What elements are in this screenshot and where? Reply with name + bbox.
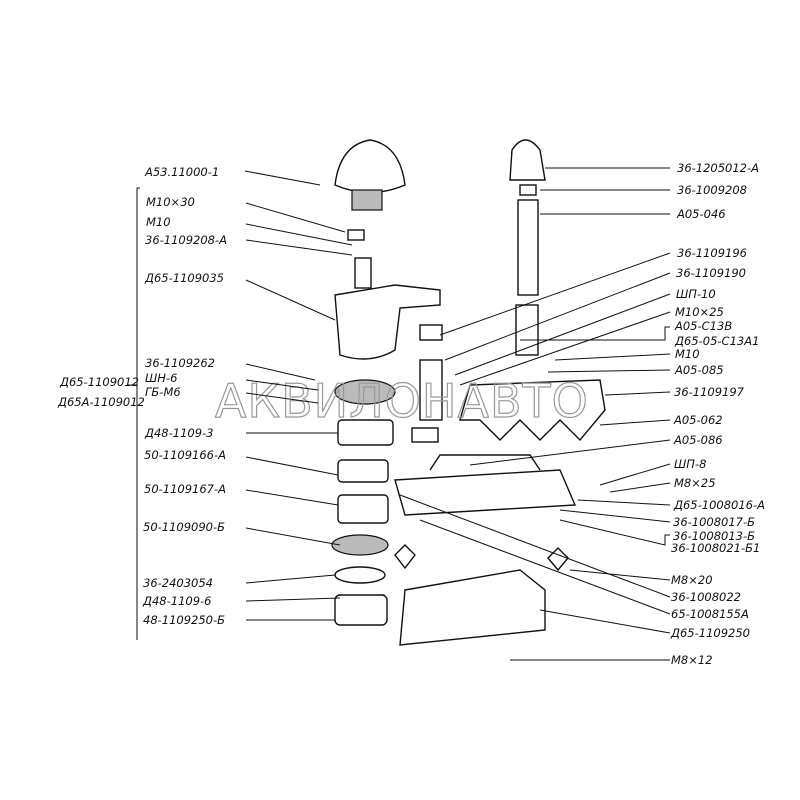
- part-label: ГБ-М6: [145, 385, 181, 399]
- bracket-left: [394, 544, 416, 570]
- filter-bowl: [334, 594, 388, 626]
- part-label: А53.11000-1: [144, 165, 219, 179]
- part-label: 50-1109167-А: [144, 482, 226, 496]
- part-label: 36-1009208: [677, 183, 747, 197]
- part-label: М8×20: [671, 573, 713, 587]
- clamp: [519, 184, 537, 196]
- filter-element-3: [337, 494, 389, 524]
- part-label: Д48-1109-3: [144, 426, 214, 440]
- left-labels: А53.11000-1 М10×30 М10 36-1109208-А Д65-…: [142, 165, 227, 627]
- group-label: Д65-1109012: [59, 375, 139, 389]
- part-label: 50-1109090-Б: [143, 520, 225, 534]
- cap-stem: [351, 189, 383, 211]
- heat-shield: [399, 569, 546, 646]
- nut: [347, 229, 365, 241]
- part-label: Д48-1109-6: [142, 594, 212, 608]
- intake-manifold: [459, 379, 606, 442]
- part-label: А05-086: [673, 433, 723, 447]
- filter-mesh-2: [331, 534, 389, 556]
- group-label: Д65А-1109012: [57, 395, 145, 409]
- part-label: А05-046: [676, 207, 726, 221]
- part-label: ШН-6: [145, 371, 177, 385]
- right-leaders: [399, 167, 671, 661]
- part-label: 36-1109262: [145, 356, 215, 370]
- right-labels: 36-1205012-А 36-1009208 А05-046 36-11091…: [670, 161, 765, 667]
- exhaust-ports: [429, 454, 541, 471]
- part-label: А05-062: [673, 413, 723, 427]
- seal-ring: [334, 566, 386, 584]
- part-label: М8×12: [671, 653, 713, 667]
- part-label: 36-1008017-Б: [673, 515, 755, 529]
- part-label: Д65-1109250: [670, 626, 750, 640]
- part-label: ШП-8: [674, 457, 706, 471]
- air-filter-parts: [331, 139, 441, 626]
- part-label: 36-1008021-Б1: [671, 541, 760, 555]
- intake-pipe-lower: [515, 304, 539, 356]
- filter-element-2: [337, 459, 389, 483]
- part-label: 36-1109196: [677, 246, 747, 260]
- part-label: 50-1109166-А: [144, 448, 226, 462]
- filter-housing: [334, 284, 441, 360]
- part-label: М10×25: [675, 305, 724, 319]
- part-label: 48-1109250-Б: [143, 613, 225, 627]
- group-bracket: [136, 187, 140, 640]
- part-label: 65-1008155А: [671, 607, 749, 621]
- air-filter-cap: [334, 139, 406, 194]
- part-label: 36-2403054: [143, 576, 213, 590]
- gasket-1: [419, 324, 443, 341]
- gasket-2: [411, 427, 439, 443]
- part-label: 36-1109197: [674, 385, 745, 399]
- part-label: А05-085: [674, 363, 724, 377]
- bracket-right: [547, 547, 569, 572]
- left-leaders: [244, 170, 353, 621]
- part-label: А05-С13В: [674, 319, 732, 333]
- part-label: 36-1109190: [676, 266, 746, 280]
- filter-mesh-1: [334, 379, 396, 405]
- watermark: АКВИЛОНАВТО: [215, 374, 589, 428]
- pipe-stub: [354, 257, 372, 289]
- precleaner: [509, 139, 546, 181]
- part-label: М10: [675, 347, 700, 361]
- part-label: 36-1109208-А: [145, 233, 227, 247]
- part-label: 36-1205012-А: [677, 161, 759, 175]
- part-label: Д65-1109035: [144, 271, 224, 285]
- part-label: ШП-10: [676, 287, 716, 301]
- adapter-pipe: [419, 359, 443, 421]
- part-label: М10: [146, 215, 171, 229]
- part-label: М10×30: [146, 195, 195, 209]
- part-label: М8×25: [674, 476, 716, 490]
- part-label: Д65-1008016-А: [673, 498, 765, 512]
- part-label: 36-1008013-Б: [673, 529, 755, 543]
- part-label: 36-1008022: [671, 590, 741, 604]
- intake-parts: [394, 139, 606, 646]
- intake-pipe: [517, 199, 539, 296]
- exhaust-manifold: [394, 469, 577, 516]
- part-label: Д65-05-С13А1: [674, 334, 759, 348]
